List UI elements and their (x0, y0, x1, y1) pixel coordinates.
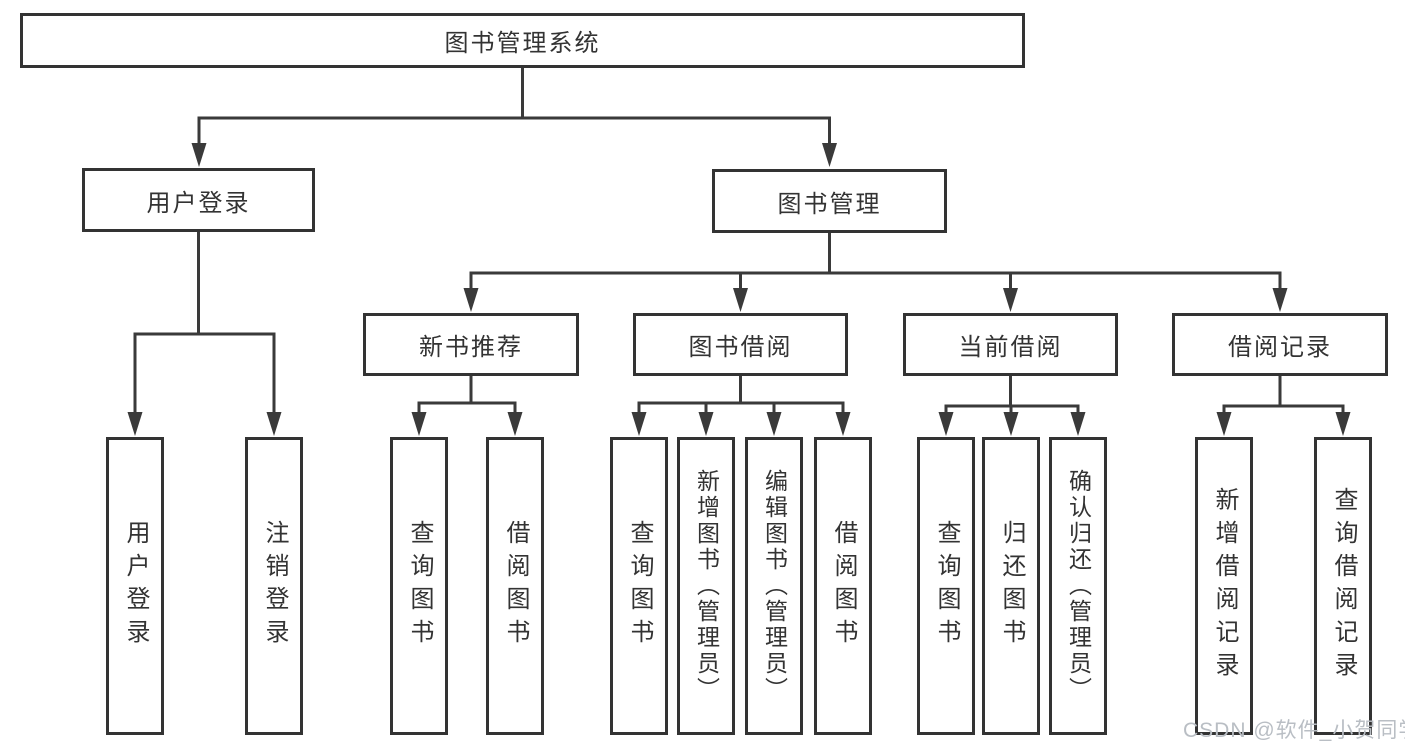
node-label: 查询借阅记录 (1330, 487, 1357, 685)
leaf-add-books-admin: 新增图书（管理员） (677, 437, 735, 735)
node-book-management: 图书管理 (712, 169, 947, 233)
node-borrow-records: 借阅记录 (1172, 313, 1388, 376)
node-label: 编辑图书（管理员） (761, 469, 788, 703)
connector-current-borrow-to-leaves (938, 374, 1086, 436)
connector-new-book-recommend-to-leaves (411, 374, 523, 436)
node-label: 借阅图书 (502, 520, 529, 652)
leaf-return-books: 归还图书 (982, 437, 1040, 735)
node-label: 新书推荐 (419, 334, 523, 361)
leaf-borrow-books-recommend: 借阅图书 (486, 437, 544, 735)
node-label: 借阅图书 (830, 520, 857, 652)
leaf-query-books-current: 查询图书 (917, 437, 975, 735)
leaf-logout: 注销登录 (245, 437, 303, 735)
node-book-borrow: 图书借阅 (633, 313, 848, 376)
node-label: 查询图书 (933, 520, 960, 652)
leaf-borrow-books: 借阅图书 (814, 437, 872, 735)
leaf-add-borrow-record: 新增借阅记录 (1195, 437, 1253, 735)
node-label: 注销登录 (261, 520, 288, 652)
leaf-confirm-return-admin: 确认归还（管理员） (1049, 437, 1107, 735)
connector-borrow-records-to-leaves (1216, 374, 1351, 436)
leaf-edit-books-admin: 编辑图书（管理员） (745, 437, 803, 735)
connector-book-management-to-level3 (463, 231, 1288, 312)
node-user-login: 用户登录 (82, 168, 315, 232)
node-root-library-system: 图书管理系统 (20, 13, 1025, 68)
leaf-user-login: 用户登录 (106, 437, 164, 735)
csdn-watermark: CSDN @软件_小贺同学 (1183, 719, 1405, 742)
leaf-query-borrow-record: 查询借阅记录 (1314, 437, 1372, 735)
node-label: 用户登录 (122, 520, 149, 652)
leaf-query-books-borrow: 查询图书 (610, 437, 668, 735)
node-label: 归还图书 (998, 520, 1025, 652)
node-current-borrow: 当前借阅 (903, 313, 1118, 376)
node-label: 查询图书 (626, 520, 653, 652)
node-label: 新增借阅记录 (1211, 487, 1238, 685)
node-label: 新增图书（管理员） (693, 469, 720, 703)
connector-book-borrow-to-leaves (631, 374, 851, 436)
leaf-query-books-recommend: 查询图书 (390, 437, 448, 735)
connector-user-login-to-leaves (127, 230, 282, 436)
connector-root-to-level2 (191, 66, 837, 167)
node-label: 确认归还（管理员） (1065, 469, 1092, 703)
node-label: 用户登录 (146, 189, 251, 217)
node-label: 查询图书 (406, 520, 433, 652)
node-new-book-recommend: 新书推荐 (363, 313, 579, 376)
node-label: 图书管理系统 (444, 30, 601, 57)
node-label: 图书借阅 (688, 334, 793, 361)
node-label: 当前借阅 (958, 334, 1063, 361)
node-label: 图书管理 (777, 190, 882, 218)
node-label: 借阅记录 (1228, 334, 1332, 361)
